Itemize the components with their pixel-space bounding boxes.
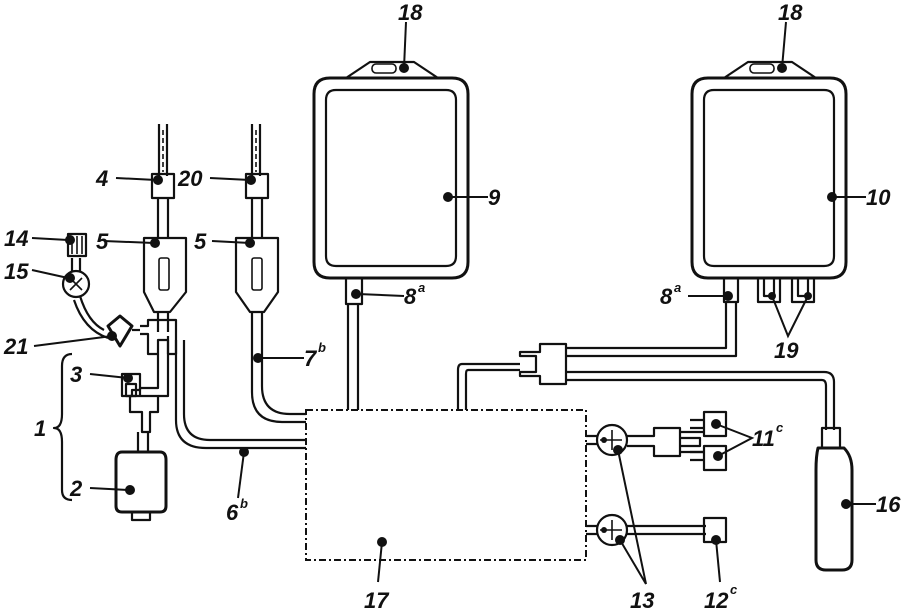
label-20: 20 bbox=[177, 166, 203, 191]
t-connector bbox=[138, 318, 306, 450]
label-8a-left-superscript: a bbox=[418, 280, 425, 295]
label-5-right: 5 bbox=[194, 229, 207, 254]
label-16: 16 bbox=[876, 492, 901, 517]
label-8a-right: 8 bbox=[660, 284, 673, 309]
drip-chamber-5-left bbox=[142, 236, 188, 332]
label-5-left: 5 bbox=[96, 229, 109, 254]
filter-3 bbox=[120, 372, 142, 398]
label-21: 21 bbox=[3, 334, 28, 359]
label-3: 3 bbox=[70, 362, 82, 387]
label-4: 4 bbox=[95, 166, 108, 191]
label-8a-right-superscript: a bbox=[674, 280, 681, 295]
port-8a-left bbox=[344, 276, 364, 410]
spike-20 bbox=[244, 124, 270, 238]
label-18-left: 18 bbox=[398, 0, 423, 25]
connector-13-lower bbox=[586, 513, 706, 547]
label-8a-left: 8 bbox=[404, 284, 417, 309]
container-2 bbox=[114, 450, 168, 522]
output-11c bbox=[690, 410, 728, 472]
unit-17 bbox=[305, 409, 587, 561]
label-17: 17 bbox=[364, 588, 390, 613]
bag-9 bbox=[312, 60, 470, 280]
label-11-superscript: c bbox=[776, 420, 784, 435]
spike-4 bbox=[150, 124, 176, 238]
port-8a-right bbox=[566, 276, 740, 358]
label-11: 11 bbox=[752, 426, 775, 451]
label-7: 7 bbox=[304, 346, 318, 371]
label-13: 13 bbox=[630, 588, 654, 613]
device-1 bbox=[124, 382, 160, 452]
label-6: 6 bbox=[226, 500, 239, 525]
drip-chamber-5-right bbox=[234, 236, 306, 424]
bag-10 bbox=[690, 60, 848, 280]
label-12: 12 bbox=[704, 588, 729, 613]
label-15: 15 bbox=[4, 259, 29, 284]
container-16 bbox=[814, 426, 854, 572]
label-10: 10 bbox=[866, 185, 891, 210]
cap-14 bbox=[66, 232, 88, 258]
label-6-superscript: b bbox=[240, 496, 248, 511]
label-9: 9 bbox=[488, 185, 501, 210]
label-7-superscript: b bbox=[318, 340, 326, 355]
label-18-right: 18 bbox=[778, 0, 803, 25]
marker-dots bbox=[65, 63, 851, 547]
label-14: 14 bbox=[4, 226, 28, 251]
label-1: 1 bbox=[34, 416, 46, 441]
label-12-superscript: c bbox=[730, 582, 738, 597]
filter-15 bbox=[61, 258, 91, 299]
leader-lines bbox=[31, 21, 876, 585]
y-connector bbox=[456, 342, 836, 430]
valve-21 bbox=[72, 295, 140, 348]
label-2: 2 bbox=[69, 476, 83, 501]
bracket-1 bbox=[52, 352, 73, 502]
label-19: 19 bbox=[774, 338, 799, 363]
